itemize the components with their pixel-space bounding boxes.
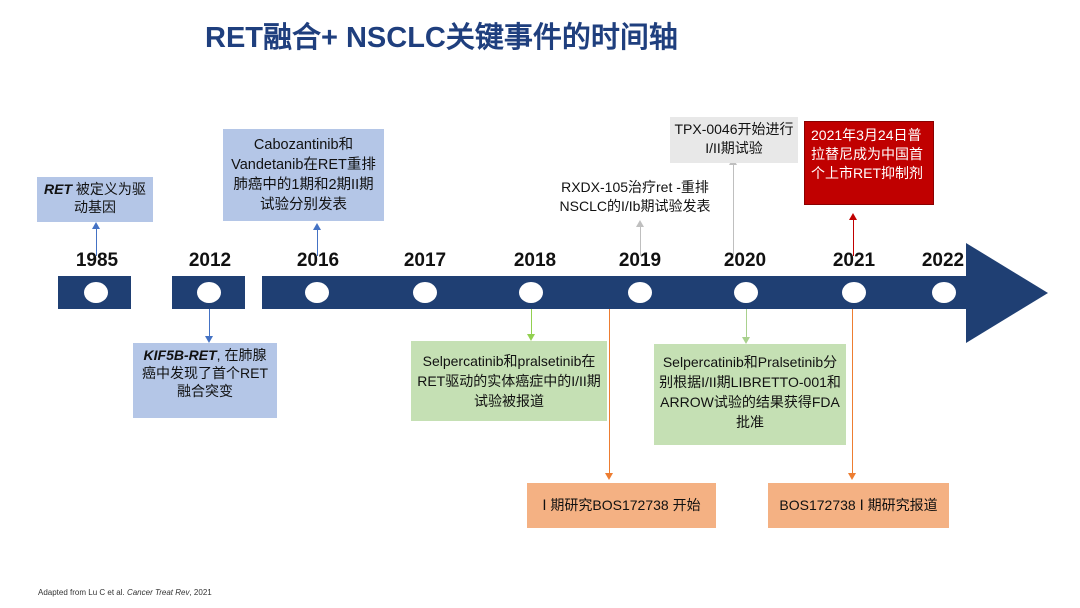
page-title: RET融合+ NSCLC关键事件的时间轴 [205,22,678,54]
connector-2019 [640,226,641,256]
timeline-dot-2012 [197,282,221,303]
connector-arrowhead-2020-down [742,337,750,344]
event-2019b-text: TPX-0046开始进行I/II期试验 [674,121,794,156]
connector-arrowhead-2018 [527,334,535,341]
event-2021-text: 2021年3月24日普拉替尼成为中国首个上市RET抑制剂 [811,127,923,181]
footnote: Adapted from Lu C et al. Cancer Treat Re… [38,588,212,597]
footnote-suffix: , 2021 [189,588,212,597]
event-2012-text: , 在肺腺癌中发现了首个RET融合突变 [142,347,268,399]
event-2012-gene: KIF5B-RET [143,347,217,363]
event-2020-text: Selpercatinib和Pralsetinib分别根据I/II期LIBRET… [659,354,841,430]
year-label-2020: 2020 [723,250,767,271]
connector-bos-report [852,309,853,475]
event-2019b: TPX-0046开始进行I/II期试验 [670,117,798,163]
year-label-2016: 2016 [296,250,340,271]
event-1985-text: 被定义为驱动基因 [72,181,146,215]
connector-arrowhead-2016 [313,223,321,230]
event-2016: Cabozantinib和Vandetanib在RET重排肺癌中的1期和2期II… [223,129,384,221]
event-2019: RXDX-105治疗ret -重排NSCLC的I/Ib期试验发表 [542,175,728,219]
event-2021: 2021年3月24日普拉替尼成为中国首个上市RET抑制剂 [804,121,934,205]
connector-2016 [317,229,318,256]
year-label-2012: 2012 [188,250,232,271]
timeline-dot-2016 [305,282,329,303]
event-bos-start-text: Ⅰ 期研究BOS172738 开始 [542,497,701,513]
timeline-dot-2020 [734,282,758,303]
footnote-journal: Cancer Treat Rev [126,588,190,597]
connector-2020-up [733,164,734,256]
connector-arrowhead-1985 [92,222,100,229]
event-1985: RET 被定义为驱动基因 [37,177,153,222]
connector-arrowhead-2021-up [849,213,857,220]
event-bos-report-text: BOS172738 Ⅰ 期研究报道 [779,497,938,513]
year-label-1985: 1985 [75,250,119,271]
year-label-2022: 2022 [921,250,965,271]
event-2018: Selpercatinib和pralsetinib在RET驱动的实体癌症中的I/… [411,341,607,421]
event-2012: KIF5B-RET, 在肺腺癌中发现了首个RET融合突变 [133,343,277,418]
timeline-dot-2022 [932,282,956,303]
timeline-dot-2017 [413,282,437,303]
connector-2021-up [853,219,854,256]
connector-2012 [209,309,210,338]
event-2019-text: RXDX-105治疗ret -重排NSCLC的I/Ib期试验发表 [559,179,711,214]
connector-arrowhead-bos-report [848,473,856,480]
event-2018-text: Selpercatinib和pralsetinib在RET驱动的实体癌症中的I/… [417,353,601,409]
timeline-dot-2018 [519,282,543,303]
event-1985-gene: RET [44,181,73,197]
connector-2020-down [746,309,747,339]
event-bos-report: BOS172738 Ⅰ 期研究报道 [768,483,949,528]
timeline-dot-2021 [842,282,866,303]
timeline-dot-2019 [628,282,652,303]
year-label-2018: 2018 [513,250,557,271]
connector-2018 [531,309,532,336]
timeline-dot-1985 [84,282,108,303]
connector-arrowhead-2019 [636,220,644,227]
connector-arrowhead-bos-start [605,473,613,480]
connector-arrowhead-2012 [205,336,213,343]
timeline-arrowhead [966,243,1048,343]
event-bos-start: Ⅰ 期研究BOS172738 开始 [527,483,716,528]
year-label-2019: 2019 [618,250,662,271]
connector-bos-start [609,309,610,475]
year-label-2021: 2021 [832,250,876,271]
event-2016-text: Cabozantinib和Vandetanib在RET重排肺癌中的1期和2期II… [231,137,376,213]
event-2020: Selpercatinib和Pralsetinib分别根据I/II期LIBRET… [654,344,846,445]
year-label-2017: 2017 [403,250,447,271]
connector-1985 [96,228,97,256]
footnote-prefix: Adapted from Lu C et al. [38,588,127,597]
